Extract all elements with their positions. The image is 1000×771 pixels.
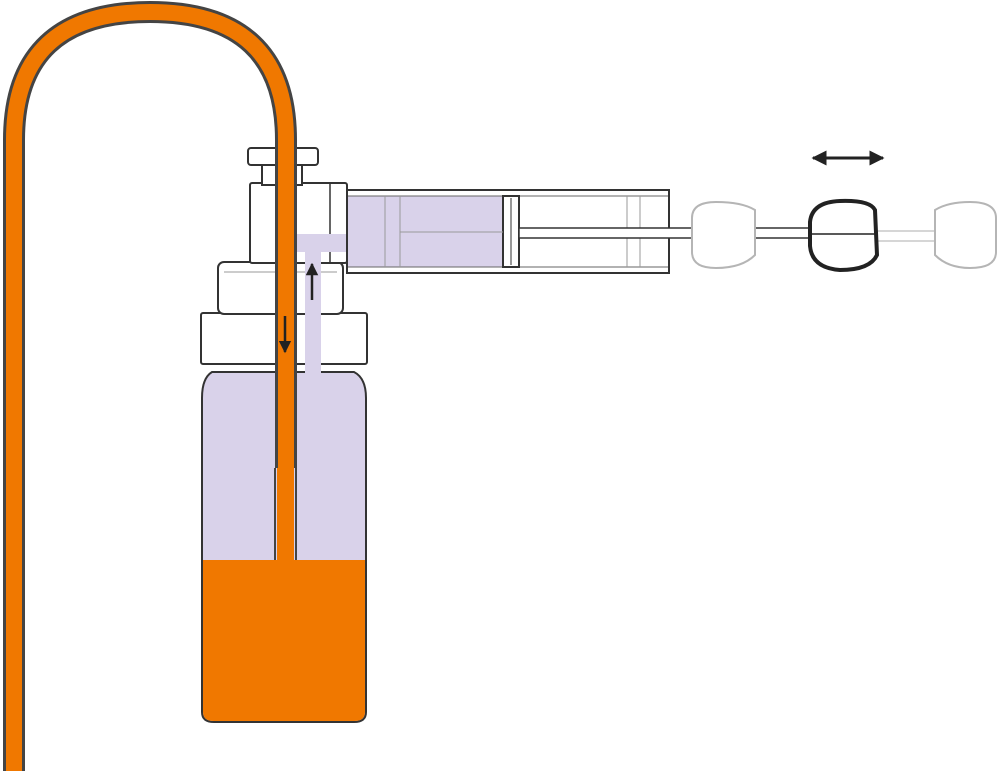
syringe-pump [346,189,812,274]
tube-dip [277,468,294,562]
plunger-rod [518,227,812,239]
plunger-handle [808,198,880,273]
orange-sample-tube [3,1,297,771]
bottle-liquid [203,560,365,721]
ghost-handle-right [876,200,997,270]
tube-fill [6,4,294,771]
ghost-handle-left [691,200,756,270]
